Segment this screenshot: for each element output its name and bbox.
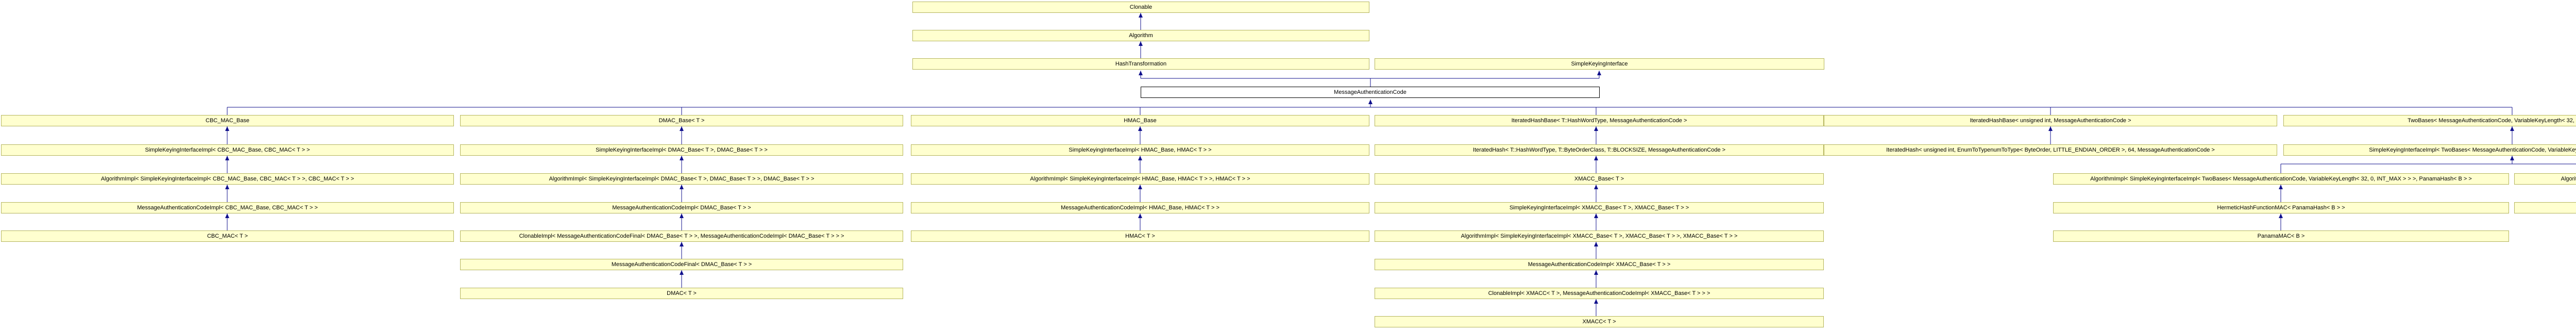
up-arrowhead-icon [2048, 126, 2053, 131]
class-node-algo-xmacc[interactable]: AlgorithmImpl< SimpleKeyingInterfaceImpl… [1375, 230, 1824, 242]
class-node-algo-dmac[interactable]: AlgorithmImpl< SimpleKeyingInterfaceImpl… [460, 173, 903, 185]
class-node-ski-cbc-mac[interactable]: SimpleKeyingInterfaceImpl< CBC_MAC_Base,… [1, 144, 454, 156]
class-node-dmac[interactable]: DMAC< T > [460, 288, 903, 299]
class-node-xmacc-base[interactable]: XMACC_Base< T > [1375, 173, 1824, 185]
up-arrowhead-icon [225, 156, 229, 160]
class-node-hmac[interactable]: HMAC< T > [911, 230, 1369, 242]
class-node-twobases[interactable]: TwoBases< MessageAuthenticationCode, Var… [2283, 115, 2576, 126]
up-arrowhead-icon [2510, 126, 2514, 131]
up-arrowhead-icon [680, 213, 684, 218]
class-node-ski-twobases[interactable]: SimpleKeyingInterfaceImpl< TwoBases< Mes… [2283, 144, 2576, 156]
class-node-message-authentication-code: MessageAuthenticationCode [1141, 87, 1600, 98]
class-node-algo-panama[interactable]: AlgorithmImpl< SimpleKeyingInterfaceImpl… [2053, 173, 2509, 185]
class-node-maci-dmac[interactable]: MessageAuthenticationCodeImpl< DMAC_Base… [460, 202, 903, 213]
class-node-maci-cbc-mac[interactable]: MessageAuthenticationCodeImpl< CBC_MAC_B… [1, 202, 454, 213]
up-arrowhead-icon [1597, 71, 1601, 75]
class-node-ski-xmacc[interactable]: SimpleKeyingInterfaceImpl< XMACC_Base< T… [1375, 202, 1824, 213]
up-arrowhead-icon [2279, 185, 2283, 189]
class-node-ih-unsigned-int[interactable]: IteratedHash< unsigned int, EnumToTypenu… [1824, 144, 2277, 156]
up-arrowhead-icon [2279, 213, 2283, 218]
class-node-xmacc[interactable]: XMACC< T > [1375, 316, 1824, 327]
class-node-dmac-base[interactable]: DMAC_Base< T > [460, 115, 903, 126]
class-node-algorithm[interactable]: Algorithm [912, 30, 1369, 41]
up-arrowhead-icon [1594, 242, 1598, 246]
up-arrowhead-icon [680, 126, 684, 131]
class-node-ihb-hashwordtype[interactable]: IteratedHashBase< T::HashWordType, Messa… [1375, 115, 1824, 126]
up-arrowhead-icon [1139, 13, 1143, 18]
class-node-ski-dmac[interactable]: SimpleKeyingInterfaceImpl< DMAC_Base< T … [460, 144, 903, 156]
class-node-macf-dmac[interactable]: MessageAuthenticationCodeFinal< DMAC_Bas… [460, 259, 903, 270]
class-node-algo-hmac[interactable]: AlgorithmImpl< SimpleKeyingInterfaceImpl… [911, 173, 1369, 185]
class-node-clonable[interactable]: Clonable [912, 2, 1369, 13]
up-arrowhead-icon [1138, 213, 1142, 218]
up-arrowhead-icon [225, 213, 229, 218]
class-node-hhfmac-tinfo[interactable]: HermeticHashFunctionMAC< T_Hash, T_Info … [2514, 202, 2576, 213]
class-node-cbc-mac[interactable]: CBC_MAC< T > [1, 230, 454, 242]
class-node-hhfmac-panama[interactable]: HermeticHashFunctionMAC< PanamaHash< B >… [2053, 202, 2509, 213]
up-arrowhead-icon [1594, 126, 1598, 131]
class-node-ihb-unsigned-int[interactable]: IteratedHashBase< unsigned int, MessageA… [1824, 115, 2277, 126]
class-node-ih-hashwordtype[interactable]: IteratedHash< T::HashWordType, T::ByteOr… [1375, 144, 1824, 156]
class-node-cbc-mac-base[interactable]: CBC_MAC_Base [1, 115, 454, 126]
up-arrowhead-icon [680, 185, 684, 189]
up-arrowhead-icon [2510, 156, 2514, 160]
class-node-maci-xmacc[interactable]: MessageAuthenticationCodeImpl< XMACC_Bas… [1375, 259, 1824, 270]
up-arrowhead-icon [1139, 41, 1143, 46]
up-arrowhead-icon [1368, 100, 1372, 104]
class-node-clonable-dmac[interactable]: ClonableImpl< MessageAuthenticationCodeF… [460, 230, 903, 242]
up-arrowhead-icon [1138, 156, 1142, 160]
class-node-algo-cbc-mac[interactable]: AlgorithmImpl< SimpleKeyingInterfaceImpl… [1, 173, 454, 185]
up-arrowhead-icon [680, 156, 684, 160]
class-node-simple-keying-interface[interactable]: SimpleKeyingInterface [1375, 58, 1824, 70]
class-node-clonable-xmacc[interactable]: ClonableImpl< XMACC< T >, MessageAuthent… [1375, 288, 1824, 299]
up-arrowhead-icon [1139, 71, 1143, 75]
up-arrowhead-icon [680, 242, 684, 246]
up-arrowhead-icon [1138, 185, 1142, 189]
class-node-algo-tinfo[interactable]: AlgorithmImpl< SimpleKeyingInterfaceImpl… [2514, 173, 2576, 185]
up-arrowhead-icon [1138, 126, 1142, 131]
up-arrowhead-icon [1594, 270, 1598, 275]
up-arrowhead-icon [1594, 299, 1598, 304]
class-node-hash-transformation[interactable]: HashTransformation [912, 58, 1369, 70]
class-node-hmac-base[interactable]: HMAC_Base [911, 115, 1369, 126]
up-arrowhead-icon [680, 270, 684, 275]
up-arrowhead-icon [1594, 213, 1598, 218]
class-node-ski-hmac[interactable]: SimpleKeyingInterfaceImpl< HMAC_Base, HM… [911, 144, 1369, 156]
class-node-maci-hmac[interactable]: MessageAuthenticationCodeImpl< HMAC_Base… [911, 202, 1369, 213]
up-arrowhead-icon [225, 185, 229, 189]
class-node-panama-mac[interactable]: PanamaMAC< B > [2053, 230, 2509, 242]
up-arrowhead-icon [225, 126, 229, 131]
up-arrowhead-icon [1594, 156, 1598, 160]
up-arrowhead-icon [1594, 185, 1598, 189]
